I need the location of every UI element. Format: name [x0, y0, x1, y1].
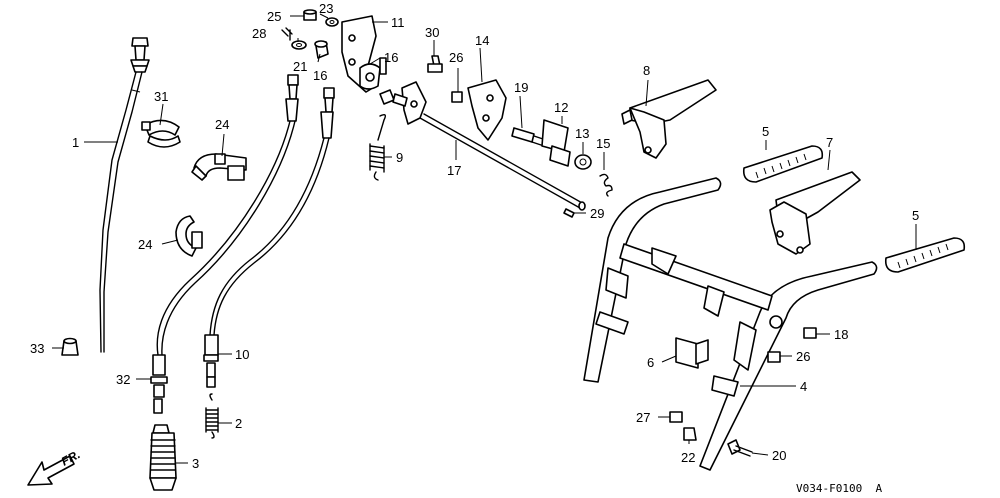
callout-8: 8 — [643, 63, 650, 78]
part-24-clamp-upper — [191, 153, 247, 181]
callout-22: 22 — [681, 450, 695, 465]
callout-1: 1 — [72, 135, 79, 150]
shaft-assembly — [392, 55, 586, 218]
callout-12: 12 — [554, 100, 568, 115]
lever-pivot-parts — [511, 119, 613, 197]
callout-labels: 25 23 11 28 21 16 16 30 26 14 8 31 1 24 … — [30, 1, 919, 471]
callout-31: 31 — [154, 89, 168, 104]
callout-27: 27 — [636, 410, 650, 425]
callout-18: 18 — [834, 327, 848, 342]
cable-right — [203, 87, 335, 388]
bracket-assembly — [281, 9, 395, 105]
callout-30: 30 — [425, 25, 439, 40]
callout-10: 10 — [235, 347, 249, 362]
callout-26-lower: 26 — [796, 349, 810, 364]
callout-33: 33 — [30, 341, 44, 356]
callout-32: 32 — [116, 372, 130, 387]
callout-26-upper: 26 — [449, 50, 463, 65]
callout-11: 11 — [391, 15, 405, 30]
callout-3: 3 — [192, 456, 199, 471]
callout-14: 14 — [475, 33, 489, 48]
cable-left — [150, 74, 299, 414]
callout-23: 23 — [319, 1, 333, 16]
callout-7: 7 — [826, 135, 833, 150]
callout-2: 2 — [235, 416, 242, 431]
part-4-handlebar — [583, 177, 878, 471]
callout-5-upper: 5 — [762, 124, 769, 139]
callout-19: 19 — [514, 80, 528, 95]
callout-24-upper: 24 — [215, 117, 229, 132]
callout-20: 20 — [772, 448, 786, 463]
part-5-grip-lower — [884, 237, 966, 273]
part-24-clamp-lower — [175, 215, 203, 257]
callout-25: 25 — [267, 9, 281, 24]
leader-lines — [52, 13, 917, 464]
part-9-spring — [369, 113, 387, 181]
callout-16-lower: 16 — [313, 68, 327, 83]
callout-9: 9 — [396, 150, 403, 165]
part-1-rod — [99, 37, 150, 353]
callout-4: 4 — [800, 379, 807, 394]
front-direction-indicator: FR. — [27, 447, 82, 486]
callout-6: 6 — [647, 355, 654, 370]
callout-13: 13 — [575, 126, 589, 141]
part-5-grip-upper — [742, 145, 824, 183]
callout-24-lower: 24 — [138, 237, 152, 252]
part-8-lever — [621, 79, 717, 159]
part-2-spring — [205, 393, 219, 439]
part-31-clip — [141, 119, 181, 148]
front-arrow-icon — [27, 455, 75, 486]
callout-15: 15 — [596, 136, 610, 151]
part-3-boot — [149, 424, 177, 491]
callout-29: 29 — [590, 206, 604, 221]
part-7-lever — [769, 171, 861, 255]
callout-21: 21 — [293, 59, 307, 74]
part-33-cap — [61, 337, 79, 356]
callout-5-lower: 5 — [912, 208, 919, 223]
diagram-code: V034-F0100 A — [796, 482, 882, 495]
callout-28: 28 — [252, 26, 266, 41]
callout-16-upper: 16 — [384, 50, 398, 65]
callout-17: 17 — [447, 163, 461, 178]
small-fasteners — [669, 327, 817, 457]
